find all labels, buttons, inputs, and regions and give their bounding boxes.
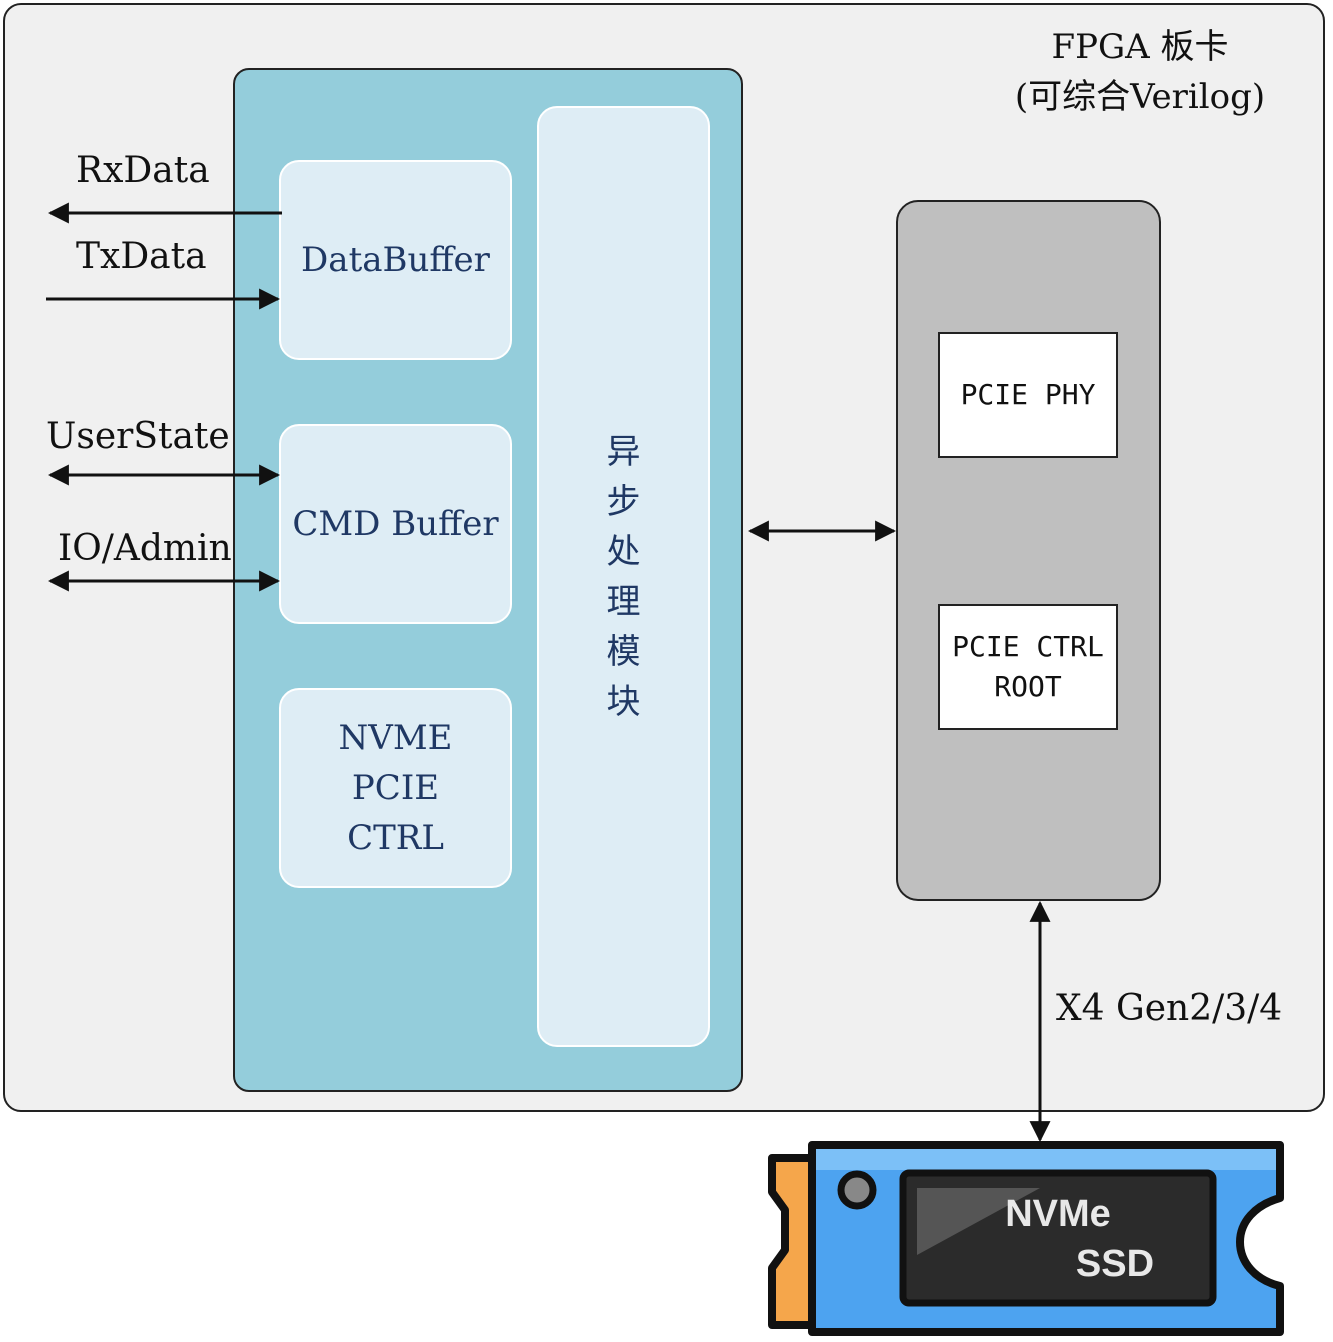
rxdata-label: RxData bbox=[76, 150, 210, 191]
pcie-ctrl-root-line: PCIE CTRL bbox=[952, 630, 1104, 663]
cmd-buffer-block: CMD Buffer bbox=[279, 424, 512, 624]
board-title-line1: FPGA 板卡 bbox=[1051, 27, 1229, 67]
async-processing-block: 异 步 处 理 模 块 bbox=[537, 106, 710, 1047]
async-char: 模 bbox=[606, 631, 641, 672]
link-width-label: X4 Gen2/3/4 bbox=[1056, 988, 1283, 1029]
nvme-ctrl-line: PCIE bbox=[351, 768, 440, 808]
pcie-phy-label: PCIE PHY bbox=[960, 378, 1096, 411]
nvme-ssd-icon: NVMe SSD bbox=[768, 1141, 1284, 1336]
data-buffer-block: DataBuffer bbox=[279, 160, 512, 360]
io-admin-label: IO/Admin bbox=[58, 528, 232, 569]
cmd-buffer-label: CMD Buffer bbox=[292, 504, 499, 544]
pcie-ctrl-root-box: PCIE CTRL ROOT bbox=[938, 604, 1118, 730]
pcie-ctrl-root-line: ROOT bbox=[994, 670, 1062, 703]
txdata-label: TxData bbox=[76, 236, 207, 277]
userstate-label: UserState bbox=[46, 416, 230, 457]
nvme-ctrl-line: CTRL bbox=[347, 818, 444, 858]
nvme-ctrl-line: NVME bbox=[338, 718, 453, 758]
nvme-pcie-ctrl-block: NVME PCIE CTRL bbox=[279, 688, 512, 888]
board-title: FPGA 板卡 (可综合Verilog) bbox=[960, 22, 1320, 122]
board-title-line2: (可综合Verilog) bbox=[1014, 77, 1266, 117]
async-char: 步 bbox=[606, 481, 641, 522]
async-char: 处 bbox=[606, 531, 641, 572]
ssd-line1: NVMe bbox=[1005, 1193, 1111, 1235]
pcie-block bbox=[896, 200, 1161, 901]
pcie-phy-box: PCIE PHY bbox=[938, 332, 1118, 458]
async-char: 异 bbox=[606, 431, 641, 472]
ssd-line2: SSD bbox=[1076, 1243, 1154, 1285]
async-char: 理 bbox=[606, 581, 641, 622]
data-buffer-label: DataBuffer bbox=[301, 240, 490, 280]
async-char: 块 bbox=[606, 681, 641, 722]
